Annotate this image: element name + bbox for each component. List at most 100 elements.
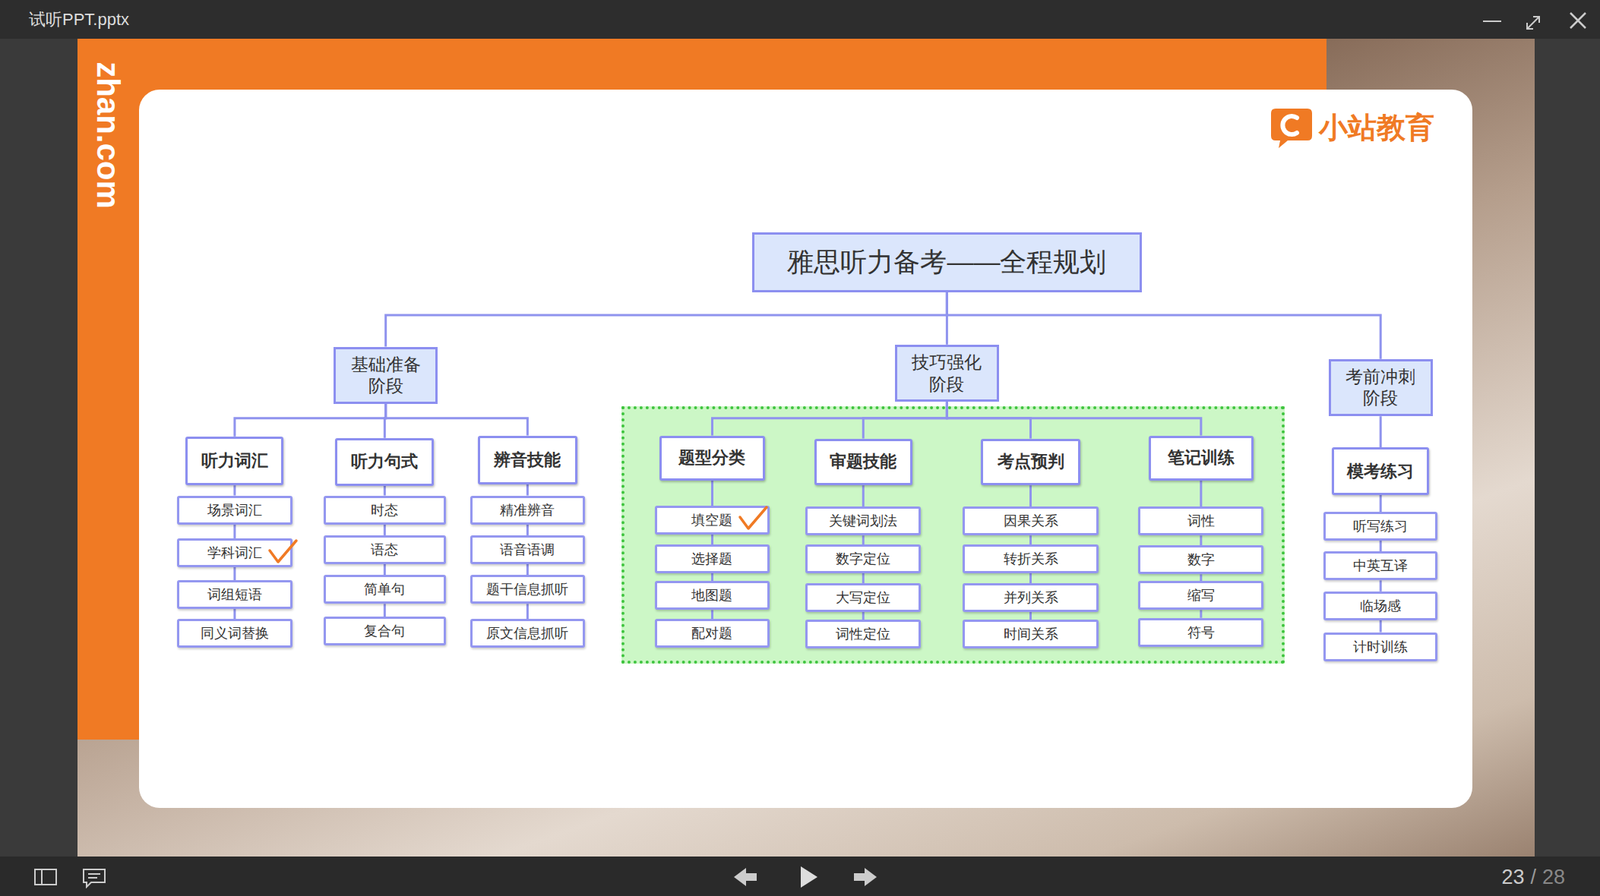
node-text: 时间关系 — [1003, 625, 1059, 644]
connector-line — [711, 573, 714, 582]
category-box: 题型分类 — [659, 436, 765, 481]
playback-controls — [729, 862, 882, 893]
connector-line — [862, 535, 865, 545]
connector-line — [526, 564, 529, 576]
connector-line — [1029, 612, 1032, 620]
connector-line — [711, 534, 714, 545]
node-text: 笔记训练 — [1167, 446, 1235, 470]
phase-box: 技巧强化 阶段 — [894, 344, 1000, 403]
connector-line — [946, 292, 1381, 360]
item-box: 时态 — [323, 496, 446, 525]
node-text: 考点预判 — [997, 450, 1065, 474]
item-box: 学科词汇 — [177, 538, 293, 568]
file-name: 试听PPT.pptx — [28, 9, 130, 30]
node-text: 时态 — [370, 501, 399, 520]
item-box: 词性 — [1138, 506, 1264, 536]
connector-line — [383, 564, 386, 576]
check-mark — [737, 505, 769, 532]
item-box: 数字定位 — [805, 544, 921, 574]
node-text: 简单句 — [363, 580, 405, 599]
item-box: 填空题 — [654, 505, 771, 535]
connector-line — [863, 401, 947, 439]
item-box: 题干信息抓听 — [470, 575, 586, 604]
node-text: 词组短语 — [207, 585, 263, 604]
node-text: 并列关系 — [1003, 588, 1059, 608]
check-mark — [267, 539, 298, 566]
node-text: 审题技能 — [829, 450, 897, 474]
connector-line — [1029, 535, 1032, 545]
connector-line — [1199, 574, 1202, 582]
node-text: 同义词替换 — [200, 624, 269, 643]
connector-line — [862, 612, 865, 620]
item-box: 复合句 — [323, 616, 446, 646]
node-text: 题干信息抓听 — [486, 580, 569, 599]
category-box: 审题技能 — [814, 439, 913, 487]
connector-line — [233, 609, 236, 620]
connector-line — [862, 485, 865, 507]
item-box: 临场感 — [1323, 591, 1438, 621]
connector-line — [385, 404, 529, 437]
connector-line — [383, 524, 386, 536]
item-box: 转折关系 — [962, 544, 1099, 574]
connector-line — [526, 524, 529, 536]
node-text: 计时训练 — [1353, 638, 1408, 657]
node-text: 转折关系 — [1003, 550, 1059, 569]
node-text: 复合句 — [363, 622, 405, 641]
item-box: 同义词替换 — [177, 619, 293, 649]
connector-line — [526, 484, 529, 497]
item-box: 关键词划法 — [805, 506, 921, 536]
node-text: 中英互译 — [1353, 556, 1408, 576]
node-text: 场景词汇 — [207, 501, 263, 520]
item-box: 因果关系 — [962, 506, 1099, 536]
panel-icon — [33, 867, 58, 888]
page-total: 28 — [1542, 866, 1566, 890]
logo-text: 小站教育 — [1318, 110, 1435, 146]
node-text: 临场感 — [1359, 597, 1401, 616]
node-text: 关键词划法 — [828, 512, 898, 531]
item-box: 计时训练 — [1323, 632, 1438, 662]
item-box: 简单句 — [323, 575, 446, 604]
connector-line — [1199, 480, 1202, 508]
node-text: 地图题 — [691, 586, 733, 605]
item-box: 原文信息抓听 — [470, 619, 586, 649]
node-text: 学科词汇 — [207, 543, 263, 563]
root-box: 雅思听力备考——全程规划 — [752, 232, 1142, 293]
category-box: 听力句式 — [335, 438, 434, 487]
item-box: 中英互译 — [1323, 551, 1438, 581]
connector-line — [1379, 540, 1382, 552]
connector-line — [383, 603, 386, 617]
node-text: 词性 — [1187, 512, 1215, 531]
phase-box: 考前冲刺 阶段 — [1328, 359, 1433, 418]
node-text: 因果关系 — [1003, 512, 1059, 531]
category-box: 听力词汇 — [185, 436, 284, 486]
category-box: 辨音技能 — [477, 436, 577, 485]
connector-line — [233, 524, 236, 539]
item-box: 语态 — [323, 535, 446, 565]
node-text: 语态 — [370, 540, 399, 560]
node-text: 数字定位 — [835, 550, 891, 569]
category-box: 笔记训练 — [1148, 436, 1254, 481]
bottom-bar — [0, 856, 1600, 896]
item-box: 选择题 — [654, 544, 771, 574]
item-box: 缩写 — [1138, 581, 1264, 611]
connector-line — [385, 292, 948, 348]
connector-line — [526, 603, 529, 620]
connector-line — [383, 486, 386, 497]
connector-line — [233, 567, 236, 581]
logo-icon — [1267, 105, 1316, 152]
phase-box: 基础准备 阶段 — [333, 347, 438, 405]
node-text: 听力句式 — [350, 450, 418, 474]
connector-line — [946, 401, 1031, 439]
connector-line — [711, 610, 714, 620]
connector-line — [1379, 620, 1382, 633]
connector-line — [1379, 495, 1382, 513]
connector-line — [1199, 535, 1202, 546]
node-text: 大写定位 — [835, 588, 891, 608]
connector-line — [862, 573, 865, 584]
node-text: 辨音技能 — [493, 449, 561, 472]
item-box: 并列关系 — [962, 583, 1099, 613]
node-text: 技巧强化 阶段 — [907, 351, 987, 396]
page-counter: 23 / 28 — [1501, 864, 1566, 891]
connector-line — [233, 485, 236, 496]
